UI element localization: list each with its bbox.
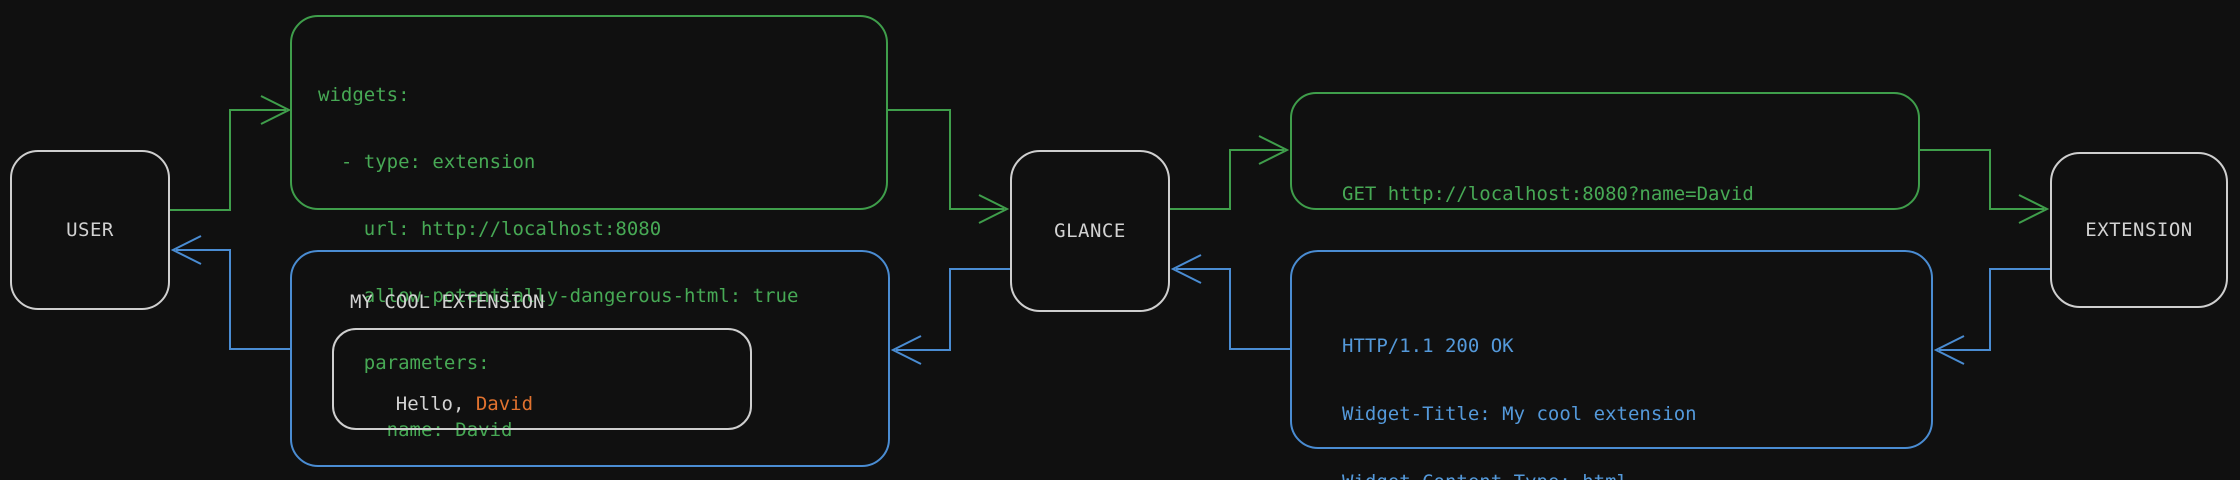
response-line: Widget-Content-Type: html xyxy=(1342,470,1880,480)
arrow-request-to-extension xyxy=(1920,149,2044,210)
request-box xyxy=(1290,92,1920,210)
response-box xyxy=(1290,250,1933,449)
config-line: allow-potentially-dangerous-html: true xyxy=(318,285,799,307)
arrow-config-to-glance xyxy=(888,109,1004,210)
arrow-response-to-glance xyxy=(1176,268,1290,350)
arrow-user-to-config xyxy=(170,109,286,211)
arrowhead-glance-to-request xyxy=(1258,135,1290,165)
widget-inner-box xyxy=(332,328,752,430)
node-glance: GLANCE xyxy=(1010,150,1170,312)
arrowhead-extension-to-response xyxy=(1933,335,1965,365)
arrowhead-glance-to-widget xyxy=(890,335,922,365)
config-code: widgets: - type: extension url: http://l… xyxy=(318,40,798,480)
response-code: HTTP/1.1 200 OK Widget-Title: My cool ex… xyxy=(1342,290,1880,480)
arrow-widget-to-user xyxy=(176,249,290,350)
greeting-prefix: Hello, xyxy=(395,393,476,415)
arrow-glance-to-widget xyxy=(896,268,1010,351)
widget-box xyxy=(290,250,890,467)
arrow-glance-to-request xyxy=(1170,149,1284,210)
config-line: - type: extension xyxy=(318,151,536,173)
node-extension: EXTENSION xyxy=(2050,152,2228,308)
greeting-text: Hello, David xyxy=(350,368,533,440)
arrowhead-request-to-extension xyxy=(2018,194,2050,224)
node-glance-label: GLANCE xyxy=(1054,220,1126,242)
config-box xyxy=(290,15,888,210)
config-line: url: http://localhost:8080 xyxy=(318,218,662,240)
config-line: widgets: xyxy=(318,84,410,106)
widget-title: MY COOL EXTENSION xyxy=(350,291,545,313)
node-user-label: USER xyxy=(66,219,114,241)
arrowhead-response-to-glance xyxy=(1170,254,1202,284)
config-line: parameters: xyxy=(318,352,490,374)
arrow-extension-to-response xyxy=(1939,268,2050,351)
arrowhead-config-to-glance xyxy=(978,194,1010,224)
arrowhead-user-to-config xyxy=(260,95,292,125)
node-user: USER xyxy=(10,150,170,310)
request-line: GET http://localhost:8080?name=David xyxy=(1342,183,1754,205)
greeting-name: David xyxy=(475,393,534,415)
node-extension-label: EXTENSION xyxy=(2085,219,2193,241)
response-line: Widget-Title: My cool extension xyxy=(1342,403,1697,425)
response-line: HTTP/1.1 200 OK xyxy=(1342,335,1514,357)
request-text: GET http://localhost:8080?name=David xyxy=(1342,139,1754,250)
config-line: name: David xyxy=(318,419,513,441)
arrowhead-widget-to-user xyxy=(170,235,202,265)
